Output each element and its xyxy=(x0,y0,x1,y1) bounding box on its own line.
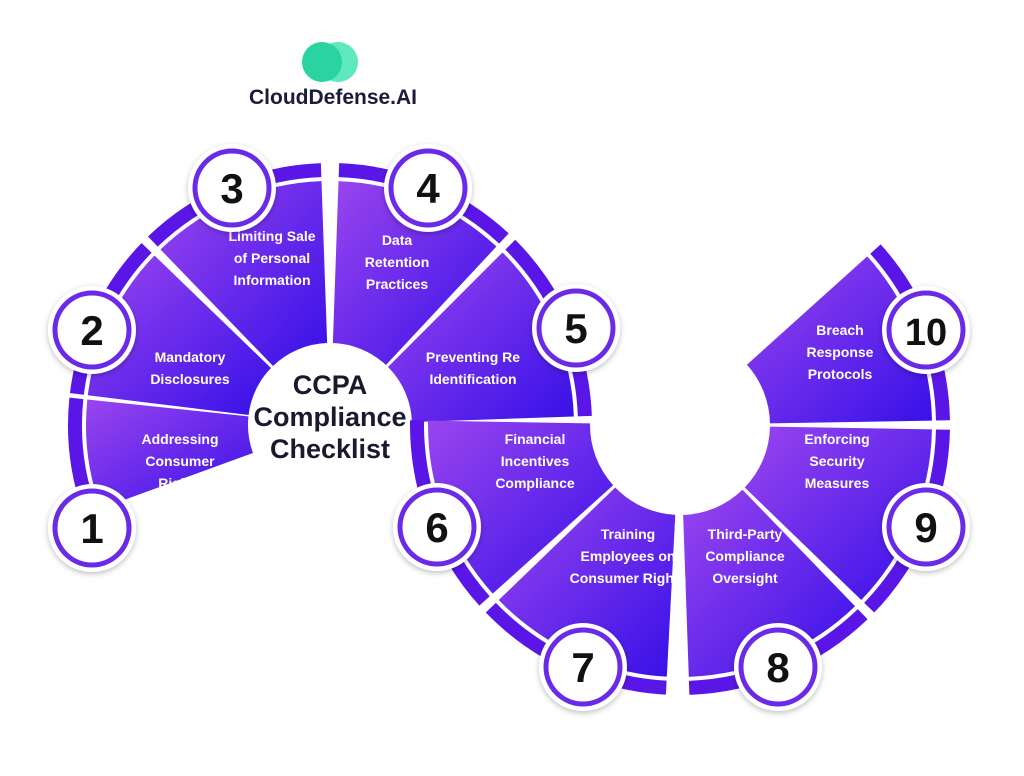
step-3-label-line: Information xyxy=(234,272,311,288)
step-3-label-line: Limiting Sale xyxy=(228,228,315,244)
segment-rim-10 xyxy=(870,244,950,421)
segment-rim-3 xyxy=(147,163,322,247)
badge-ring xyxy=(52,488,132,568)
segment-7 xyxy=(498,487,676,677)
segment-rim-4 xyxy=(338,163,509,244)
badge-ring xyxy=(52,290,132,370)
badge-outer xyxy=(734,623,822,711)
badge-ring xyxy=(543,627,623,707)
title-line-3: Checklist xyxy=(270,434,390,464)
badge-ring xyxy=(536,288,616,368)
badge-outer xyxy=(393,483,481,571)
logo-circle-front xyxy=(302,42,342,82)
step-10-label-line: Breach xyxy=(816,322,863,338)
step-1-label-line: Addressing xyxy=(141,431,218,447)
segment-3 xyxy=(160,181,328,367)
step-7-badge: 7 xyxy=(539,623,627,711)
segment-4 xyxy=(332,181,497,366)
step-number: 2 xyxy=(80,307,103,354)
badges-layer: 1 2 3 4 5 6 7 8 9 10 xyxy=(48,144,970,711)
step-9-label-line: Security xyxy=(809,453,864,469)
center-title: CCPA Compliance Checklist xyxy=(253,370,406,464)
step-6-badge: 6 xyxy=(393,483,481,571)
step-10-label-line: Protocols xyxy=(808,366,873,382)
badge-outer xyxy=(384,144,472,232)
segment-2 xyxy=(87,255,272,416)
step-4-label-line: Retention xyxy=(365,254,430,270)
badge-outer xyxy=(188,144,276,232)
step-5-label-line: Preventing Re xyxy=(426,349,520,365)
brand-name: CloudDefense.AI xyxy=(249,86,417,109)
segment-1 xyxy=(85,399,253,509)
title-line-1: CCPA xyxy=(293,370,368,400)
step-5-label-line: Identification xyxy=(429,371,516,387)
badge-ring xyxy=(397,487,477,567)
step-8-badge: 8 xyxy=(734,623,822,711)
step-number: 3 xyxy=(220,165,243,212)
step-1-label-line: Rights xyxy=(158,475,202,491)
badge-ring xyxy=(886,487,966,567)
step-2-label-line: Disclosures xyxy=(150,371,230,387)
badge-ring xyxy=(886,290,966,370)
step-5-badge: 5 xyxy=(532,284,620,372)
segments-layer xyxy=(68,163,950,695)
step-number: 8 xyxy=(766,644,789,691)
step-number: 7 xyxy=(571,644,594,691)
right-hub-disc xyxy=(592,337,768,513)
step-7-label-line: Employees on xyxy=(581,548,676,564)
step-number: 10 xyxy=(905,312,947,354)
step-2-badge: 2 xyxy=(48,286,136,374)
step-8-label-line: Oversight xyxy=(712,570,778,586)
step-6-label-line: Financial xyxy=(505,431,566,447)
badge-outer xyxy=(882,483,970,571)
step-8-label-line: Third-Party xyxy=(708,526,783,542)
step-number: 9 xyxy=(914,504,937,551)
step-8-label-line: Compliance xyxy=(705,548,785,564)
badge-ring xyxy=(738,627,818,707)
step-number: 6 xyxy=(425,504,448,551)
brand-logo xyxy=(302,42,358,82)
step-7-label-line: Consumer Rights xyxy=(570,570,687,586)
badge-outer xyxy=(48,286,136,374)
step-7-label-line: Training xyxy=(601,526,655,542)
segment-8 xyxy=(683,489,856,677)
badge-outer xyxy=(882,286,970,374)
badge-outer xyxy=(48,484,136,572)
segment-10 xyxy=(746,256,932,424)
step-10-badge: 10 xyxy=(882,286,970,374)
segment-9 xyxy=(744,426,932,601)
segment-rim-1 xyxy=(68,397,97,515)
step-6-label-line: Incentives xyxy=(501,453,570,469)
segment-rim-9 xyxy=(864,429,950,613)
title-disc xyxy=(250,345,410,505)
step-number: 5 xyxy=(564,305,587,352)
step-6-label-line: Compliance xyxy=(495,475,575,491)
title-line-2: Compliance xyxy=(253,402,406,432)
step-10-label-line: Response xyxy=(807,344,874,360)
step-1-badge: 1 xyxy=(48,484,136,572)
step-1-label-line: Consumer xyxy=(145,453,215,469)
segment-rim-5 xyxy=(505,239,592,417)
badge-outer xyxy=(532,284,620,372)
step-3-label-line: of Personal xyxy=(234,250,310,266)
step-9-label-line: Measures xyxy=(805,475,870,491)
badge-ring xyxy=(192,148,272,228)
step-3-badge: 3 xyxy=(188,144,276,232)
step-9-label-line: Enforcing xyxy=(804,431,869,447)
step-4-badge: 4 xyxy=(384,144,472,232)
step-number: 1 xyxy=(80,505,103,552)
segment-rim-7 xyxy=(485,602,667,695)
step-number: 4 xyxy=(416,165,440,212)
step-4-label-line: Data xyxy=(382,232,413,248)
badge-outer xyxy=(539,623,627,711)
segment-rim-8 xyxy=(688,609,868,695)
badge-ring xyxy=(388,148,468,228)
segment-5 xyxy=(387,252,574,423)
step-4-label-line: Practices xyxy=(366,276,428,292)
step-2-label-line: Mandatory xyxy=(155,349,226,365)
step-9-badge: 9 xyxy=(882,483,970,571)
